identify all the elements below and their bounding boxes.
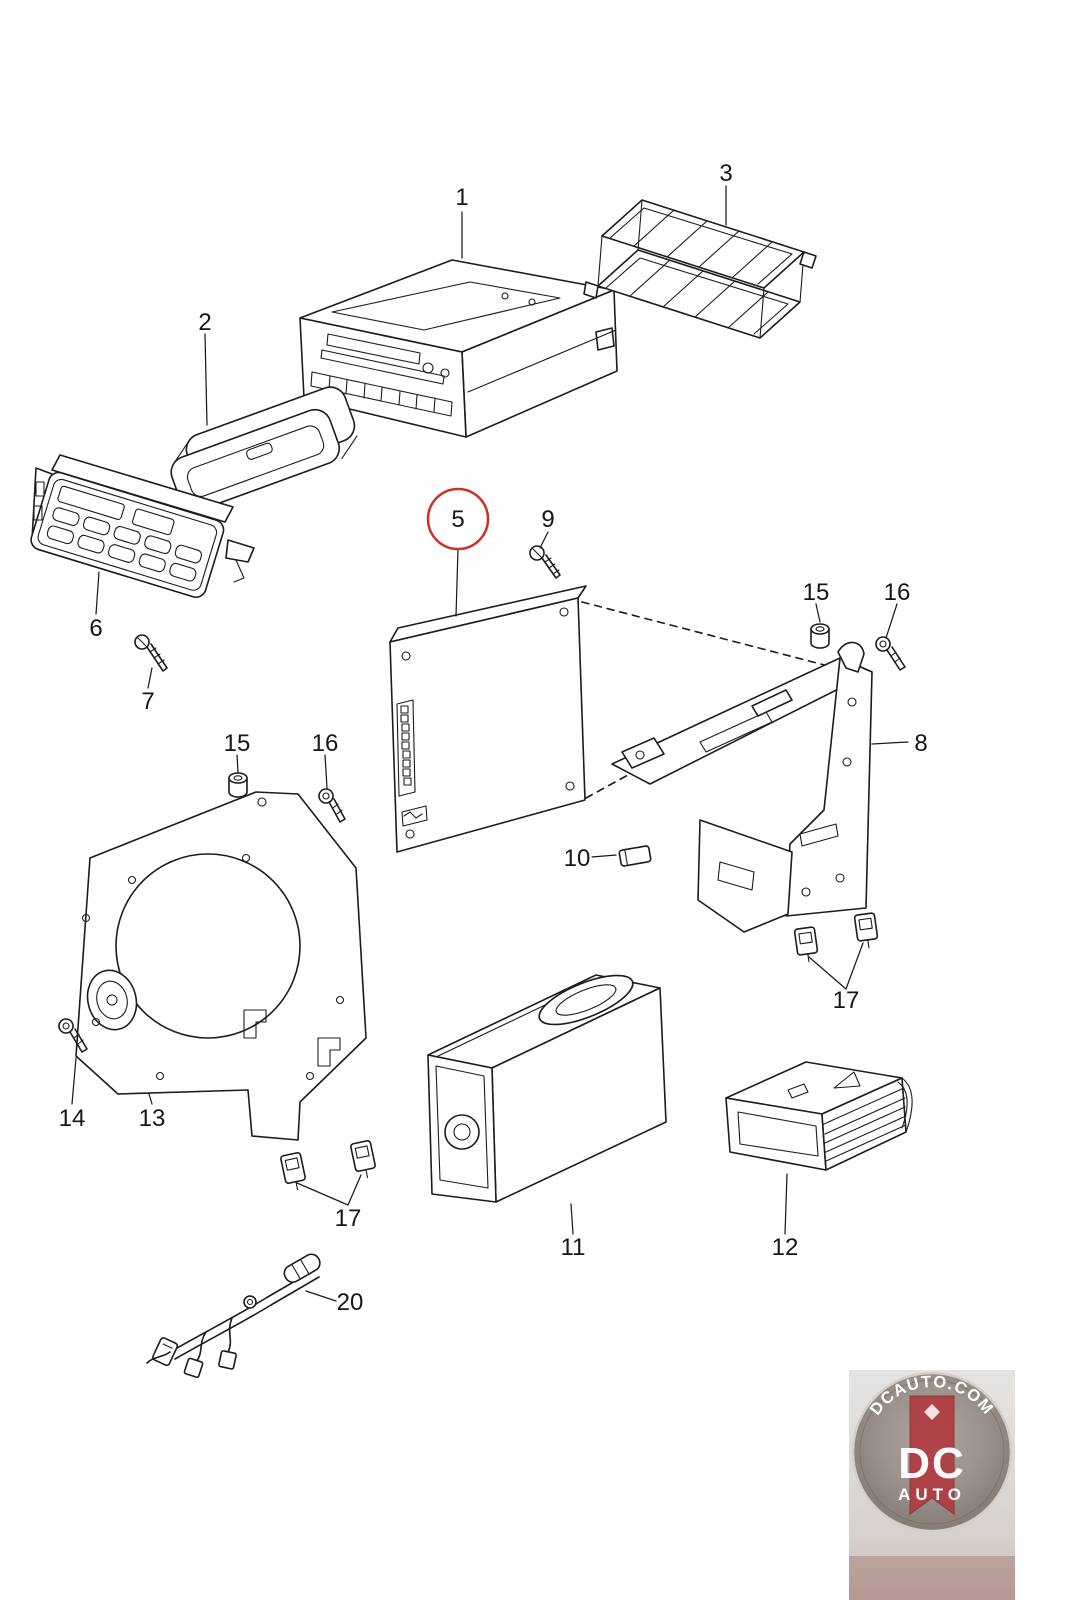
mounting-bracket-drawing <box>611 641 873 933</box>
logo-ring <box>851 1371 1013 1533</box>
amplifier-drawing <box>389 585 837 853</box>
callout-17-left: 17 <box>335 1205 362 1232</box>
callout-16-right: 16 <box>884 579 911 606</box>
cd-magazine-drawing <box>725 1061 913 1171</box>
clips-17-right-drawing <box>793 912 879 963</box>
callout-5: 5 <box>451 506 464 533</box>
callout-1: 1 <box>455 184 468 211</box>
clips-17-left-drawing <box>280 1139 376 1191</box>
bushing-15-left-drawing <box>228 772 248 798</box>
mounting-cage-drawing <box>583 199 817 339</box>
screw-9-drawing <box>529 545 561 579</box>
bolt-14-drawing <box>58 1018 88 1053</box>
callout-7: 7 <box>141 688 154 715</box>
wiring-harness-drawing <box>146 1253 321 1379</box>
callout-17-right: 17 <box>833 987 860 1014</box>
logo-ribbon-diamond <box>924 1404 940 1420</box>
callout-12: 12 <box>772 1234 799 1261</box>
callout-2: 2 <box>198 309 211 336</box>
leader-lines <box>71 185 909 1302</box>
logo-monogram: DC <box>898 1439 966 1488</box>
faceplate-trim-drawing <box>170 386 358 512</box>
callout-labels: 1 2 3 5 9 6 7 15 16 8 10 15 16 13 14 17 … <box>59 160 928 1316</box>
speaker-panel-drawing <box>75 791 367 1141</box>
control-unit-drawing <box>30 454 255 599</box>
bolt-16-left-drawing <box>318 788 346 823</box>
callout-11: 11 <box>561 1234 586 1261</box>
callout-14: 14 <box>59 1105 86 1132</box>
bushing-15-right-drawing <box>810 623 830 649</box>
callout-9: 9 <box>541 506 554 533</box>
highlight-circle-5 <box>426 487 490 551</box>
dc-auto-watermark: DCAUTO.COM DC AUTO <box>849 1370 1015 1600</box>
callout-10: 10 <box>564 845 591 872</box>
callout-15-left: 15 <box>224 730 251 757</box>
callout-3: 3 <box>719 160 732 187</box>
bolt-16-right-drawing <box>875 636 906 671</box>
callout-20: 20 <box>337 1289 364 1316</box>
radio-head-unit-drawing <box>299 259 618 438</box>
logo-ribbon <box>909 1395 955 1515</box>
logo-word: AUTO <box>898 1485 966 1504</box>
clip-10-drawing <box>618 845 652 867</box>
callout-8: 8 <box>914 730 927 757</box>
callout-16-left: 16 <box>312 730 339 757</box>
callout-13: 13 <box>139 1105 166 1132</box>
cd-changer-drawing <box>427 974 667 1203</box>
logo-inner-ring <box>859 1379 1005 1525</box>
screw-7-drawing <box>134 634 168 672</box>
callout-6: 6 <box>89 615 102 642</box>
callout-15-right: 15 <box>803 579 830 606</box>
photo-backdrop-strip <box>849 1556 1015 1600</box>
